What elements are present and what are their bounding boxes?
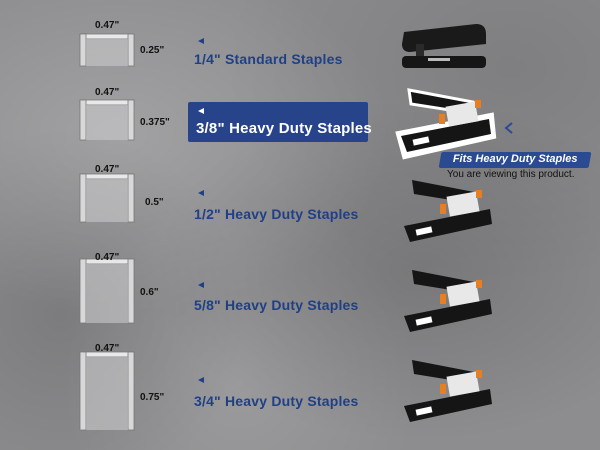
staple-icon-3 <box>79 173 135 223</box>
staple-height-1: 0.25" <box>140 45 165 56</box>
staple-label-4: 5/8" Heavy Duty Staples <box>194 297 359 313</box>
staple-label-2: 3/8" Heavy Duty Staples <box>196 120 372 137</box>
arrow-left-icon <box>198 282 204 288</box>
arrow-left-icon <box>198 377 204 383</box>
staple-width-1: 0.47" <box>95 20 120 31</box>
staple-icon-2 <box>79 99 135 141</box>
staple-height-2: 0.375" <box>140 117 170 128</box>
stapler-icon-1 <box>404 180 492 242</box>
fits-badge: Fits Heavy Duty Staples <box>438 152 592 168</box>
staple-width-2: 0.47" <box>95 87 120 98</box>
staple-width-4: 0.47" <box>95 252 120 263</box>
staple-label-1: 1/4" Standard Staples <box>194 51 343 67</box>
staple-label-5: 3/4" Heavy Duty Staples <box>194 393 359 409</box>
staple-label-3: 1/2" Heavy Duty Staples <box>194 206 359 222</box>
staple-width-3: 0.47" <box>95 164 120 175</box>
staple-icon-5 <box>79 351 135 431</box>
arrow-left-icon <box>198 108 204 114</box>
staple-icon-1 <box>79 33 135 67</box>
selected-row-highlight: 3/8" Heavy Duty Staples <box>188 102 372 142</box>
chevron-left-icon <box>504 122 513 134</box>
staple-icon-4 <box>79 258 135 324</box>
staple-height-4: 0.6" <box>140 287 159 298</box>
stapler-icon-selected <box>395 88 497 160</box>
stapler-icon-2 <box>404 270 492 332</box>
staple-width-5: 0.47" <box>95 343 120 354</box>
arrow-left-icon <box>198 190 204 196</box>
staple-height-3: 0.5" <box>145 197 164 208</box>
viewing-note: You are viewing this product. <box>447 169 575 180</box>
fits-badge-label: Fits Heavy Duty Staples <box>452 153 578 165</box>
arrow-left-icon <box>198 38 204 44</box>
staple-height-5: 0.75" <box>140 392 165 403</box>
stapler-icon-3 <box>404 360 492 422</box>
stapler-icon-standard <box>402 24 486 68</box>
